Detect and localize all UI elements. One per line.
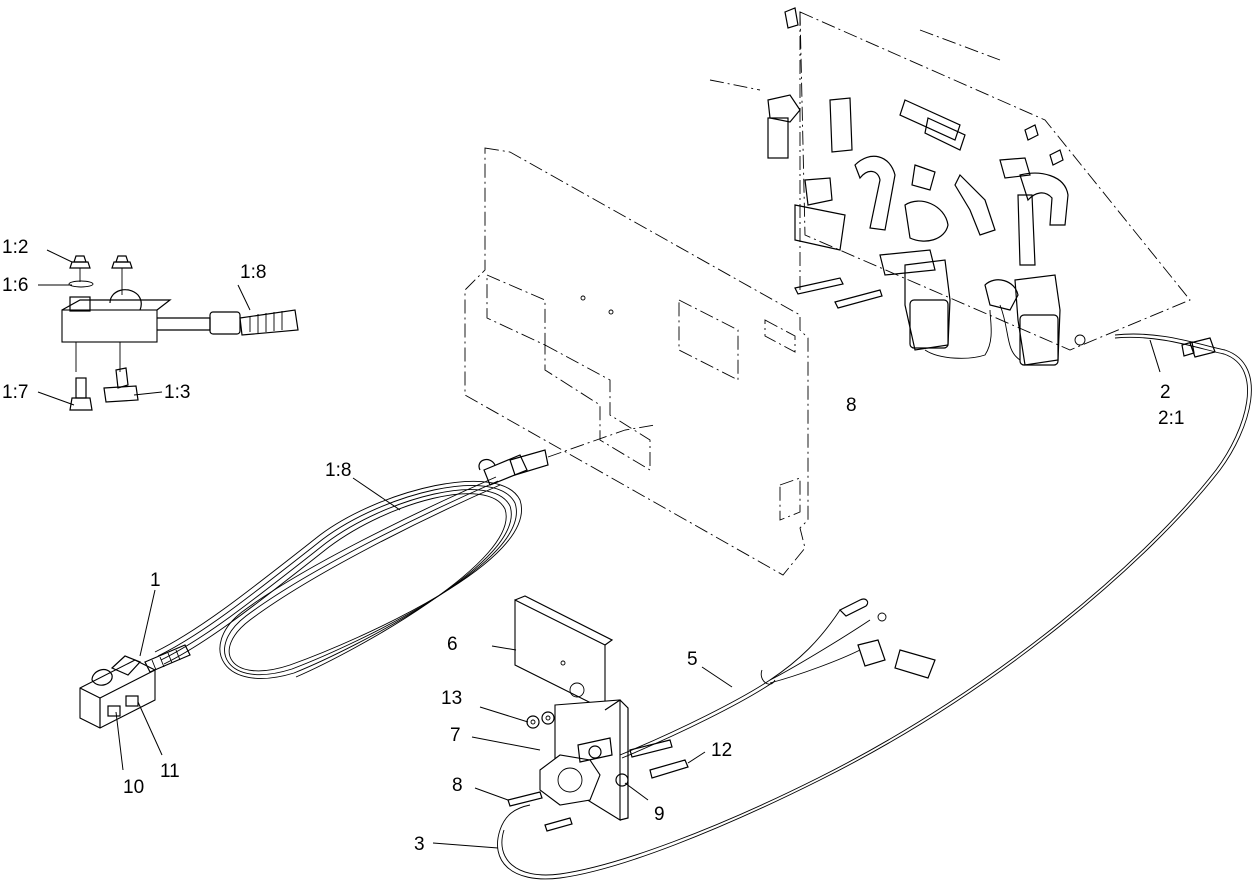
mounting-bracket: [507, 595, 689, 832]
callout-1-2: 1:2: [2, 237, 28, 258]
switch-assembly: [79, 644, 191, 729]
filter-valve-panel: [709, 7, 1191, 366]
leader-lines: [115, 339, 1161, 849]
cable-loop: [497, 333, 1252, 880]
callout-2-1: 2:1: [1158, 408, 1184, 429]
callout-9: 9: [654, 804, 665, 825]
callout-5: 5: [687, 649, 698, 670]
callout-6: 6: [447, 634, 458, 655]
callout-1-8-detail: 1:8: [240, 262, 266, 283]
callout-13: 13: [441, 688, 462, 709]
callout-1-3: 1:3: [164, 382, 190, 403]
rear-mounting-panel: [464, 147, 809, 576]
callout-labels: 1:2 1:6 1:8 1:7 1:3 1:8 1 10 11 8 2 2:1 …: [2, 237, 1184, 855]
callout-3: 3: [414, 834, 425, 855]
callout-7: 7: [450, 725, 461, 746]
callout-2: 2: [1160, 382, 1171, 403]
callout-10: 10: [123, 777, 144, 798]
callout-1-8-cable: 1:8: [325, 460, 351, 481]
main-cable-coil: [154, 424, 656, 679]
callout-8-bracket: 8: [452, 775, 463, 796]
callout-1-7: 1:7: [2, 382, 28, 403]
wire-harness: [619, 598, 936, 759]
callout-12: 12: [711, 740, 732, 761]
callout-11: 11: [160, 761, 180, 782]
callout-1: 1: [150, 570, 161, 591]
callout-8-panel: 8: [846, 395, 857, 416]
callout-1-6: 1:6: [2, 275, 28, 296]
switch-detail-inset: [37, 249, 299, 411]
